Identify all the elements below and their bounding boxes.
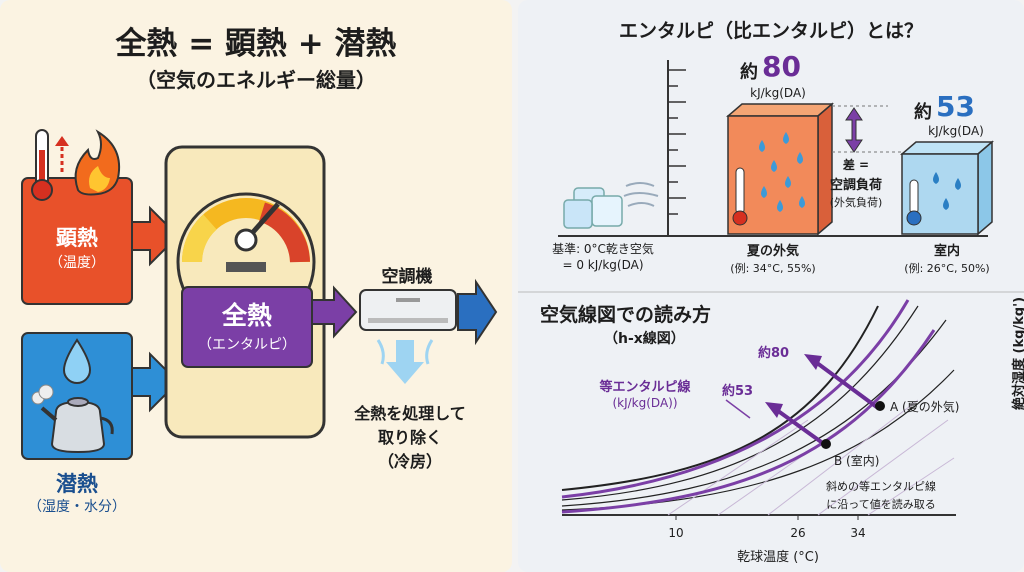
total-sub: （エンタルピ） [198, 337, 296, 353]
outdoor-block [725, 102, 835, 236]
x-axis-label: 乾球温度 (°C) [737, 550, 819, 565]
outdoor-unit: kJ/kg(DA) [750, 86, 806, 100]
latent-sub: （湿度・水分） [28, 499, 126, 515]
up-arrow-icon [55, 136, 69, 172]
y-axis-label: 絶対湿度 (kg/kg') [1012, 296, 1024, 410]
ac-label: 空調機 [381, 267, 433, 287]
exit-arrow [457, 278, 498, 346]
x-tick-26: 26 [790, 526, 806, 540]
x-tick-10: 10 [668, 526, 684, 540]
chart-subtitle: （h-x線図） [604, 331, 685, 347]
wind-icon [623, 182, 659, 207]
x-tick-34: 34 [850, 526, 866, 540]
point-b-label: B (室内) [834, 454, 880, 468]
enthalpy-diagram [518, 60, 1024, 520]
arrow-80 [811, 358, 880, 410]
iso-line-80 [561, 299, 910, 499]
iso-label-1: 等エンタルピ線 [599, 380, 691, 395]
left-diagram [21, 129, 498, 460]
psychrometric-chart [561, 299, 956, 520]
point-a [875, 401, 885, 411]
indoor-example: (例: 26°C, 50%) [904, 262, 990, 275]
flame-icon [74, 129, 120, 196]
diff-1: 差 = [842, 158, 870, 172]
note-1: 斜めの等エンタルピ線 [826, 480, 936, 493]
difference-arrow [845, 107, 863, 153]
indoor-prefix: 約 [914, 102, 932, 123]
sensible-label: 顕熱 [56, 226, 98, 250]
total-label: 全熱 [221, 301, 272, 330]
thermometer-icon [31, 129, 53, 201]
iso-line-53 [561, 329, 936, 514]
air-conditioner-icon [359, 289, 457, 331]
line-80-label: 約80 [758, 346, 790, 361]
outdoor-example: (例: 34°C, 55%) [730, 262, 816, 275]
ac-caption-3: （冷房） [377, 452, 442, 471]
point-b [821, 439, 831, 449]
diff-3: (外気負荷) [829, 196, 883, 209]
sensible-arrow [131, 205, 180, 267]
indoor-label: 室内 [933, 244, 960, 259]
ice-icon [563, 187, 623, 229]
ac-caption-1: 全熱を処理して [354, 404, 466, 423]
total-box [181, 286, 313, 368]
water-drop-icon [62, 338, 92, 384]
total-arrow [311, 285, 358, 339]
kettle-icon [31, 384, 114, 454]
left-panel: 全熱 = 顕熱 + 潜熱 （空気のエネルギー総量） [0, 0, 512, 572]
ac-caption-2: 取り除く [377, 428, 442, 447]
indoor-block [899, 140, 995, 236]
cool-air-arrow [386, 340, 424, 384]
note-2: に沿って値を読み取る [826, 498, 936, 511]
line-53-label: 約53 [722, 384, 754, 399]
chart-title: 空気線図での読み方 [540, 304, 712, 326]
left-subtitle: （空気のエネルギー総量） [136, 68, 376, 92]
sensible-sub: （温度） [49, 255, 105, 271]
baseline-1: 基準: 0°C乾き空気 [552, 242, 654, 256]
latent-arrow [131, 351, 180, 413]
point-a-label: A (夏の外気) [890, 400, 960, 414]
latent-label: 潜熱 [56, 472, 98, 496]
diff-2: 空調負荷 [829, 178, 882, 193]
outdoor-prefix: 約 [740, 62, 758, 83]
indoor-unit: kJ/kg(DA) [928, 124, 984, 138]
baseline-2: = 0 kJ/kg(DA) [562, 258, 644, 272]
right-title: エンタルピ（比エンタルピ）とは？ [618, 20, 923, 42]
outdoor-value: 80 [762, 50, 801, 83]
outdoor-label: 夏の外気 [746, 244, 799, 259]
arrow-53 [772, 406, 826, 446]
right-panel: エンタルピ（比エンタルピ）とは？ [518, 0, 1024, 572]
iso-label-2: (kJ/kg(DA)) [612, 396, 678, 410]
left-title: 全熱 = 顕熱 + 潜熱 [115, 26, 397, 62]
indoor-value: 53 [936, 90, 975, 123]
